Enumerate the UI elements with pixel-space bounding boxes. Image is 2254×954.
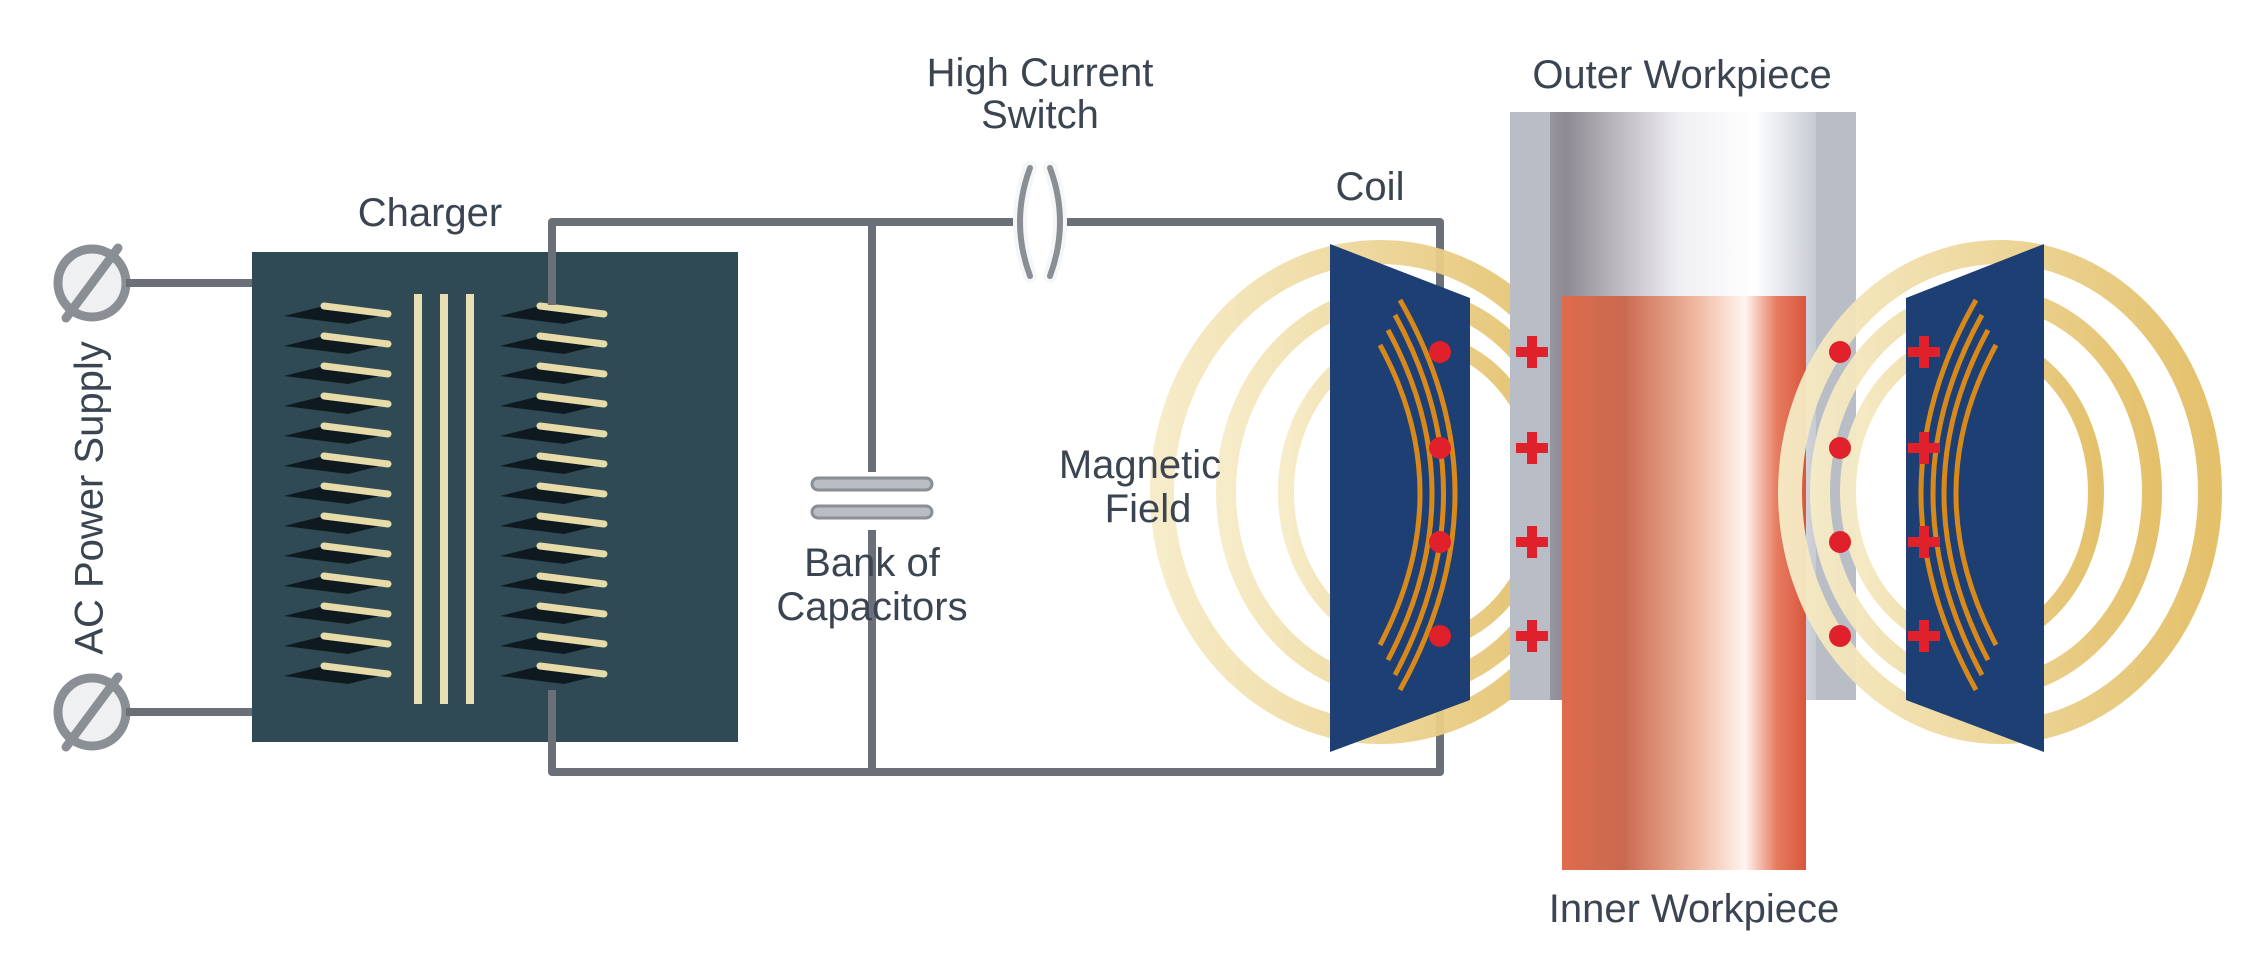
winding-turn [500,632,608,654]
magnetic-field-label-line2: Field [1105,487,1192,531]
high-current-switch-label-line2: Switch [981,93,1099,137]
inner-workpiece-label: Inner Workpiece [1549,887,1840,931]
winding-turn [500,362,608,384]
winding-turn [500,392,608,414]
coil-left [1330,244,1470,752]
winding-turn [284,302,392,324]
primary-winding [284,302,392,684]
winding-turn [284,422,392,444]
charge-markers [1429,336,1940,652]
winding-turn [500,602,608,624]
negative-charge-dot [1829,341,1851,363]
capacitor-icon [810,476,934,520]
inner-workpiece [1562,296,1806,870]
winding-turn [500,572,608,594]
bank-of-capacitors-label-line1: Bank of [804,541,941,585]
charger: Charger [252,191,738,742]
high-current-switch-label-line1: High Current [927,51,1154,95]
positive-charge-plus [1516,526,1548,558]
coil-label: Coil [1336,165,1405,209]
winding-turn [500,302,608,324]
winding-turn [284,662,392,684]
winding-turn [500,662,608,684]
winding-turn [284,332,392,354]
circuit-wires [548,218,1444,776]
negative-charge-dot [1829,531,1851,553]
ac-power-supply-label: AC Power Supply [68,341,112,654]
positive-charge-plus [1908,620,1940,652]
winding-turn [284,632,392,654]
winding-turn [284,572,392,594]
winding-turn [284,392,392,414]
winding-turn [500,542,608,564]
bank-of-capacitors-label-line2: Capacitors [776,585,967,629]
secondary-winding [500,302,608,684]
winding-turn [500,452,608,474]
ac-power-supply: AC Power Supply [53,243,131,752]
negative-charge-dot [1829,437,1851,459]
negative-charge-dot [1429,341,1451,363]
outer-workpiece-label: Outer Workpiece [1532,53,1831,97]
winding-turn [500,482,608,504]
positive-charge-plus [1908,432,1940,464]
positive-charge-plus [1516,620,1548,652]
magnetic-field-label-line1: Magnetic [1059,443,1221,487]
negative-charge-dot [1429,625,1451,647]
negative-charge-dot [1429,531,1451,553]
winding-turn [284,542,392,564]
transformer-core [414,294,474,704]
negative-charge-dot [1429,437,1451,459]
charger-label: Charger [358,191,503,235]
winding-turn [500,422,608,444]
positive-charge-plus [1516,432,1548,464]
positive-charge-plus [1908,526,1940,558]
winding-turn [284,482,392,504]
winding-turn [284,512,392,534]
terminal-bottom-icon [53,672,131,752]
winding-turn [500,332,608,354]
positive-charge-plus [1516,336,1548,368]
winding-turn [284,602,392,624]
coil-right [1778,240,2222,752]
winding-turn [500,512,608,534]
positive-charge-plus [1908,336,1940,368]
winding-turn [284,362,392,384]
high-current-switch-icon [1013,161,1067,283]
terminal-top-icon [53,243,131,323]
winding-turn [284,452,392,474]
negative-charge-dot [1829,625,1851,647]
